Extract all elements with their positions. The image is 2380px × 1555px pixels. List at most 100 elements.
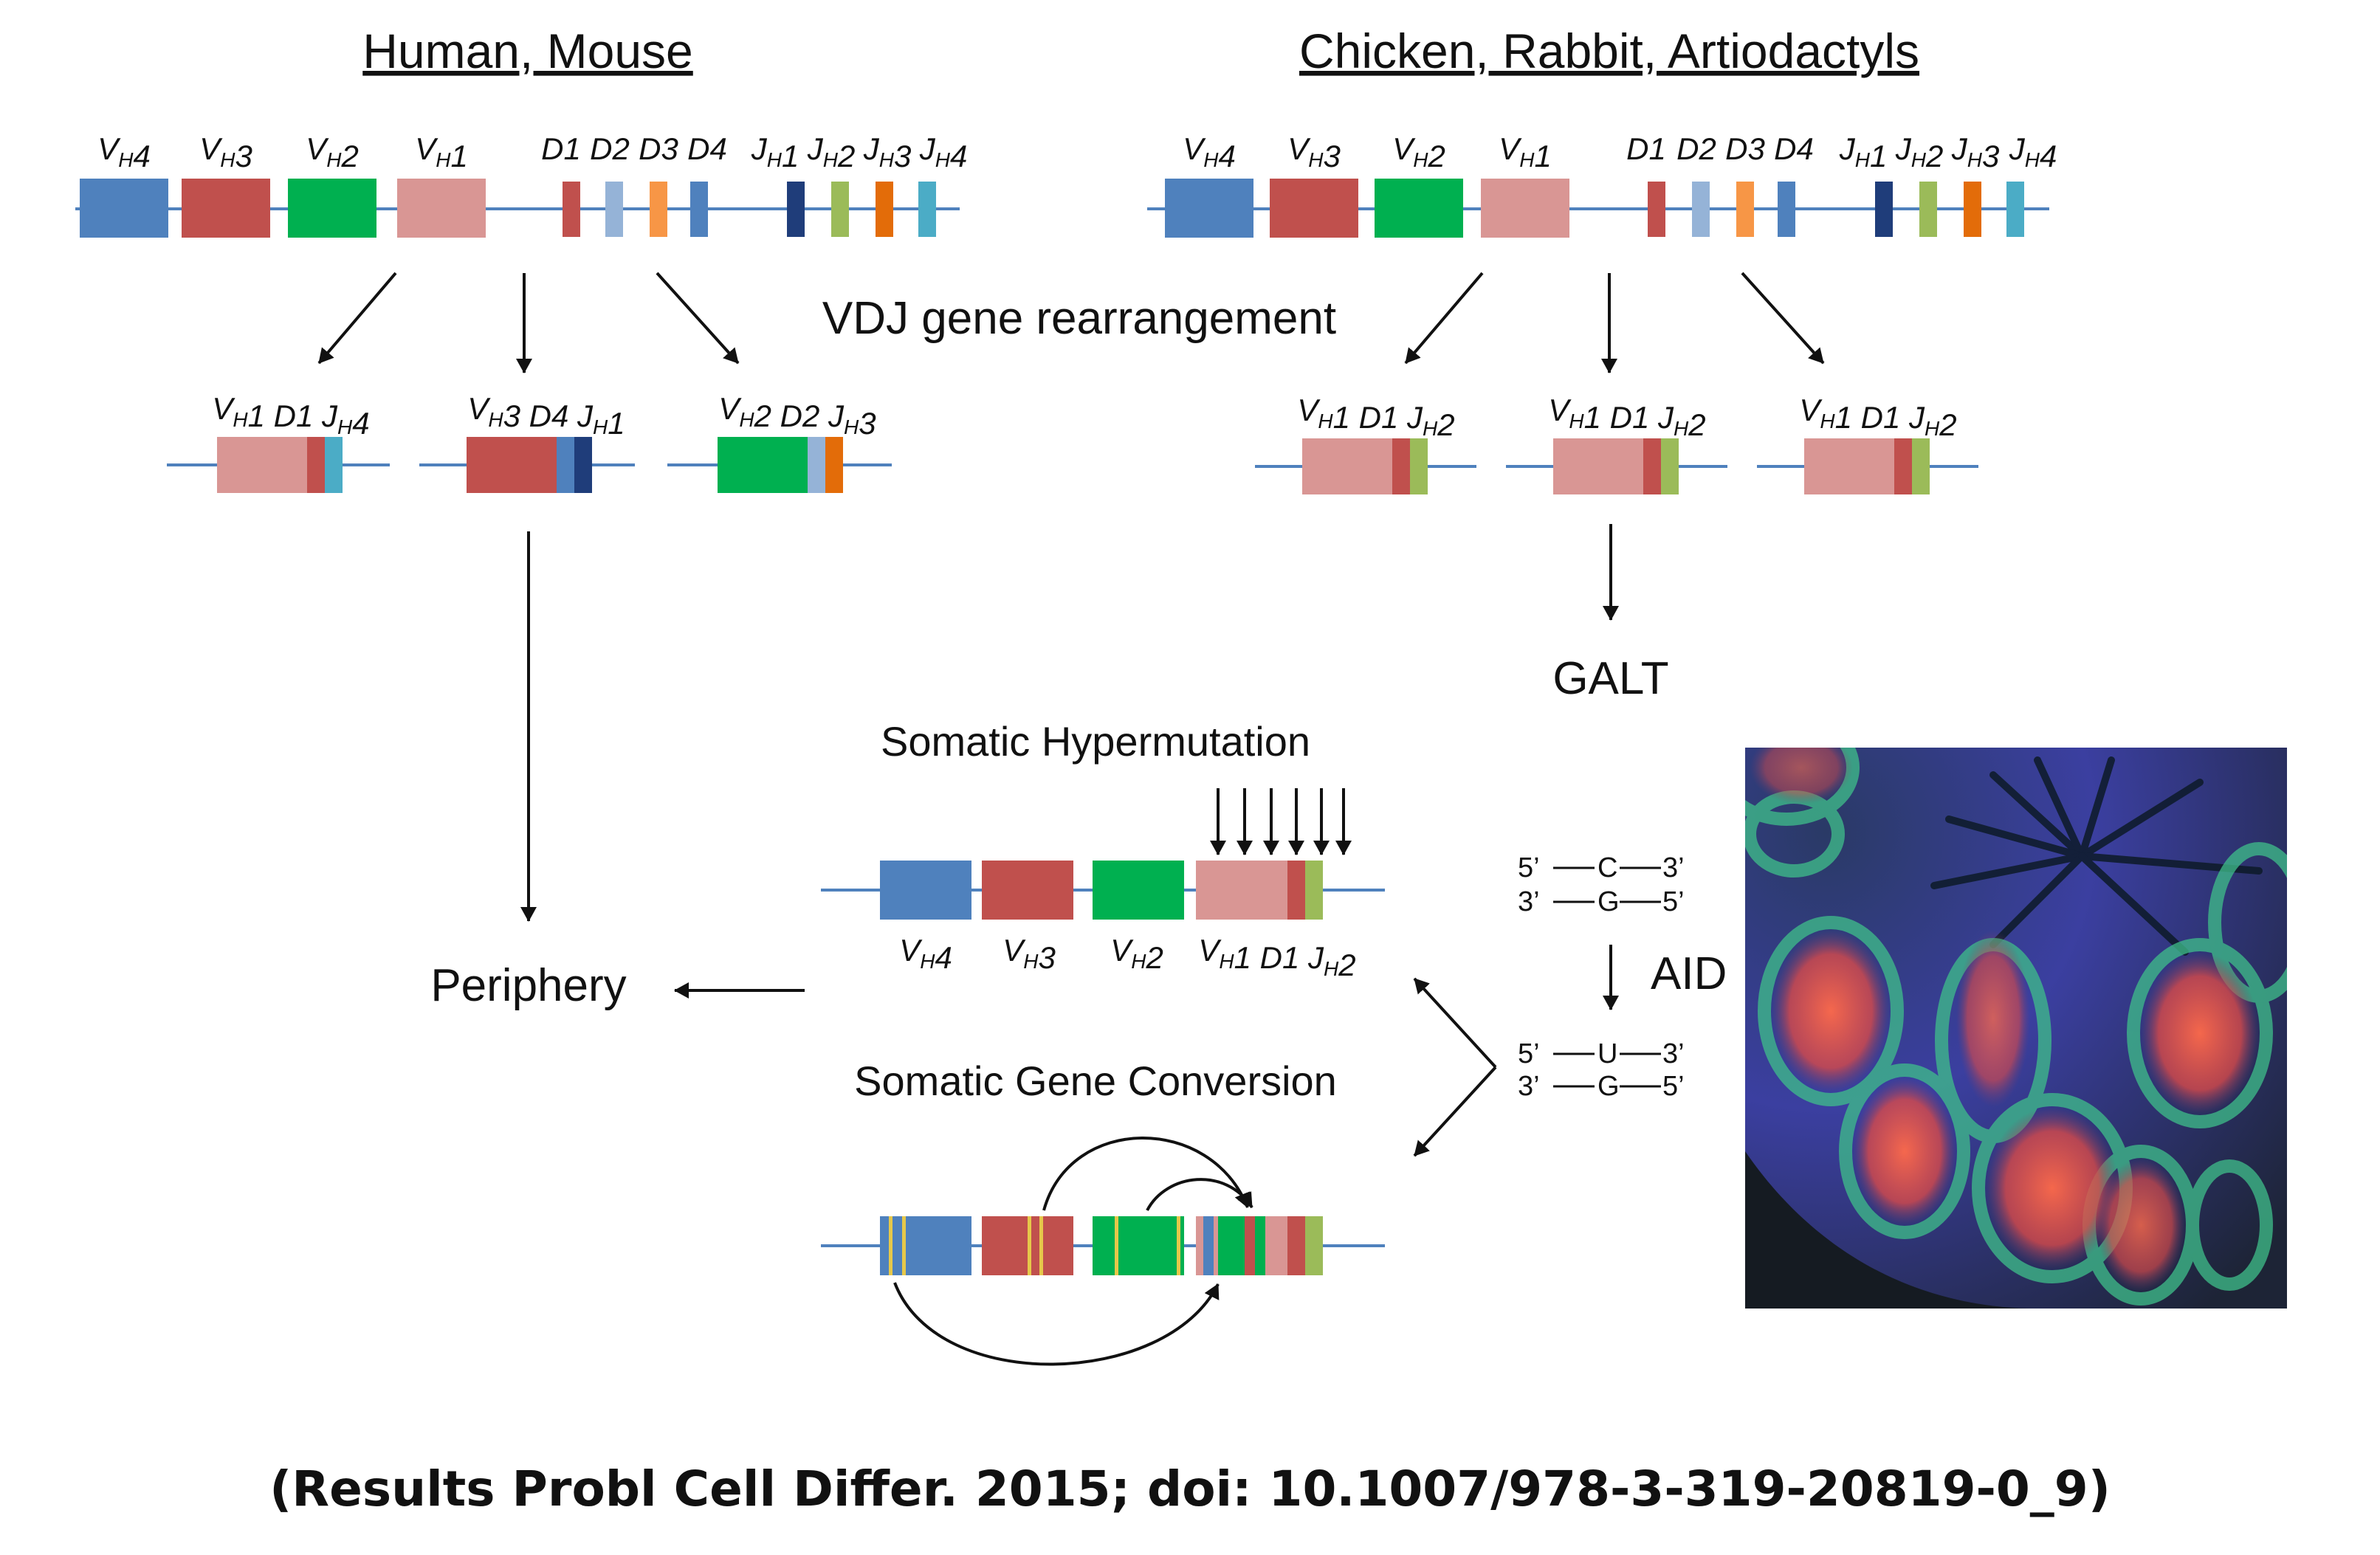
dna-end-3: 3’ (1518, 886, 1540, 917)
vh3-segment (982, 861, 1073, 920)
rearrangement-arrows (317, 272, 1825, 373)
vh1-segment (1553, 438, 1643, 494)
vh1-segment (397, 179, 486, 238)
jh4-segment (2006, 182, 2024, 237)
d1-segment (1287, 861, 1305, 920)
label-jh4: JH4 (919, 131, 968, 173)
jh2-segment (831, 182, 849, 237)
aid-bracket-arrows (1413, 977, 1497, 1157)
label-d4: D4 (1774, 131, 1814, 166)
arrow (1404, 272, 1484, 365)
vh1-segment (1481, 179, 1569, 238)
conversion-tract (902, 1216, 906, 1275)
conversion-tract (1177, 1216, 1180, 1275)
converted-vh4-piece (1203, 1216, 1214, 1275)
rearranged-label: VH1 D1 JH2 (1297, 393, 1454, 442)
d2-segment (605, 182, 623, 237)
dna-end-5: 5’ (1662, 886, 1685, 917)
galt-label: GALT (1552, 653, 1668, 704)
converted-vh2-piece (1255, 1216, 1265, 1275)
label-jh2: JH2 (1895, 131, 1944, 173)
conversion-arrow (1146, 1178, 1253, 1211)
conversion-tract (1028, 1216, 1031, 1275)
d1-segment (1643, 438, 1661, 494)
conversion-arrow (893, 1282, 1220, 1366)
left-germline-locus: VH4 VH3 VH2 VH1 D1 D2 D3 D4 JH1 JH2 JH3 … (75, 131, 967, 238)
vh4-segment (80, 179, 168, 238)
d2-segment (808, 437, 825, 493)
dna-base-u: U (1597, 1038, 1617, 1069)
jh2-segment (1661, 438, 1679, 494)
left-rearranged-genes: VH1 D1 JH4 VH3 D4 JH1 VH2 D2 JH3 (167, 391, 892, 493)
label-d2: D2 (590, 131, 630, 166)
d1-segment (1287, 1216, 1305, 1275)
d1-segment (1392, 438, 1410, 494)
vh2-segment (1093, 1216, 1184, 1275)
label-vh3: VH3 (199, 131, 252, 173)
conversion-tract (1039, 1216, 1043, 1275)
vh2-segment (718, 437, 808, 493)
label-vh4: VH4 (97, 131, 151, 173)
d3-segment (1736, 182, 1754, 237)
shm-label-vh4: VH4 (899, 933, 952, 975)
vh2-segment (1093, 861, 1184, 920)
conversion-arrows (893, 1137, 1253, 1366)
dna-end-5: 5’ (1518, 1038, 1540, 1069)
shm-label-vh2: VH2 (1110, 933, 1163, 975)
shm-label-vh3: VH3 (1002, 933, 1056, 975)
label-jh1: JH1 (1839, 131, 1888, 173)
vh1-segment (1196, 861, 1287, 920)
shm-title: Somatic Hypermutation (881, 718, 1310, 765)
conversion-tract (889, 1216, 892, 1275)
arrow-to-sgc (1413, 1066, 1497, 1157)
rearranged-label: VH1 D1 JH2 (1548, 393, 1705, 442)
shm-gene: VH4 VH3 VH2 VH1 D1 JH2 (821, 788, 1385, 982)
label-vh3: VH3 (1287, 131, 1341, 173)
jh3-segment (1964, 182, 1981, 237)
jh2-segment (1410, 438, 1428, 494)
conversion-arrow (1042, 1137, 1251, 1211)
label-d4: D4 (687, 131, 727, 166)
dna-end-3: 3’ (1518, 1071, 1540, 1102)
aid-reaction: 5’ C 3’ 3’ G 5’ AID 5’ U 3’ 3’ G 5’ (1518, 852, 1727, 1102)
label-d3: D3 (639, 131, 678, 166)
rearranged-label: VH2 D2 JH3 (718, 391, 876, 441)
jh1-segment (787, 182, 805, 237)
conversion-tract (1115, 1216, 1118, 1275)
d4-segment (690, 182, 708, 237)
jh1-segment (1875, 182, 1893, 237)
label-vh2: VH2 (1392, 131, 1445, 173)
label-jh3: JH3 (1951, 131, 2000, 173)
flow-arrows (520, 524, 1619, 999)
dna-base-g: G (1597, 1071, 1620, 1102)
jh4-segment (918, 182, 936, 237)
title-chicken-rabbit: Chicken, Rabbit, Artiodactyls (1299, 24, 1919, 78)
d1-segment (1648, 182, 1665, 237)
d4-segment (1778, 182, 1795, 237)
converted-vh3-piece (1245, 1216, 1255, 1275)
aid-label: AID (1651, 948, 1727, 999)
label-vh1: VH1 (1499, 131, 1552, 173)
d2-segment (1692, 182, 1710, 237)
sgc-title: Somatic Gene Conversion (854, 1058, 1337, 1104)
jh3-segment (825, 437, 843, 493)
vh4-segment (880, 1216, 971, 1275)
periphery-label: Periphery (430, 960, 626, 1011)
d1-segment (1894, 438, 1912, 494)
d3-segment (650, 182, 667, 237)
vdj-rearrangement-label: VDJ gene rearrangement (822, 293, 1336, 344)
label-jh1: JH1 (751, 131, 799, 173)
label-vh2: VH2 (306, 131, 359, 173)
mutation-arrows (1210, 788, 1352, 855)
title-human-mouse: Human, Mouse (362, 24, 693, 78)
fluorescence-micrograph (1745, 748, 2287, 1309)
jh3-segment (876, 182, 893, 237)
citation: (Results Probl Cell Differ. 2015; doi: 1… (269, 1461, 2111, 1517)
d4-segment (557, 437, 574, 493)
label-vh4: VH4 (1183, 131, 1236, 173)
rearranged-label: VH1 D1 JH2 (1799, 393, 1956, 442)
micrograph-shadow (1745, 1151, 2037, 1309)
arrow (1741, 272, 1825, 365)
